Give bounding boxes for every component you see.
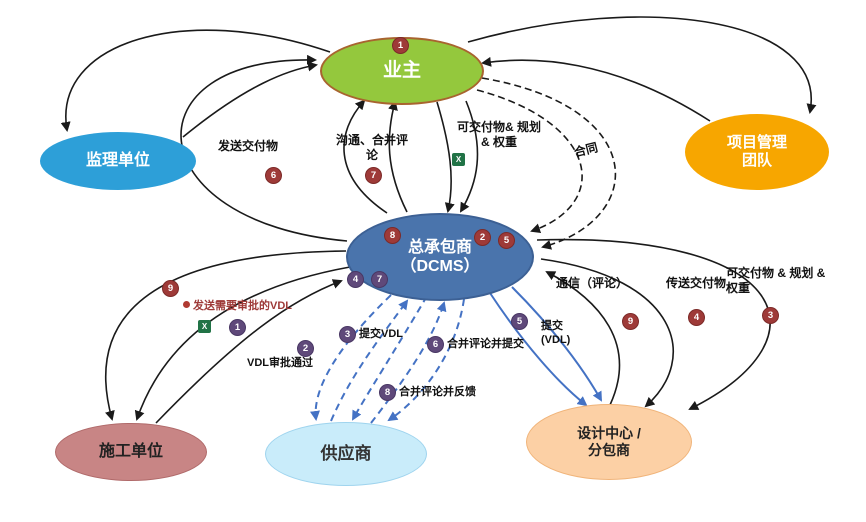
badge-owner-1: 1 bbox=[392, 37, 409, 54]
badge-contractor-7: 7 bbox=[371, 271, 388, 288]
node-pm-line1: 项目管理 bbox=[726, 134, 787, 151]
node-supervisor-label: 监理单位 bbox=[85, 152, 150, 170]
label-deliverables-top: 可交付物& 规划 & 权重 bbox=[443, 120, 555, 150]
arrow-contractor-to-supplier-1 bbox=[310, 294, 392, 421]
arrow-contract-1 bbox=[476, 89, 583, 234]
node-owner-label: 业主 bbox=[382, 59, 421, 81]
badge-contractor-4: 4 bbox=[347, 271, 364, 288]
excel-icon-top: X bbox=[452, 153, 465, 166]
arrow-send-deliverables bbox=[343, 99, 388, 214]
arrow-communicate-merge bbox=[388, 100, 408, 213]
arrow-supervisor-to-owner bbox=[182, 61, 318, 138]
badge-send-deliverables-6: 6 bbox=[265, 167, 282, 184]
badge-contractor-8: 8 bbox=[384, 227, 401, 244]
node-pm-team: 项目管理 团队 bbox=[685, 114, 829, 190]
arrow-supplier-to-contractor-1 bbox=[330, 299, 409, 422]
label-submit-design-line2: (VDL) bbox=[541, 333, 571, 346]
arrow-merge-submit-to-design bbox=[489, 292, 588, 407]
label-merge-feedback: 合并评论并反馈 bbox=[399, 386, 476, 398]
badge-contractor-2: 2 bbox=[474, 229, 491, 246]
badge-submit-vdl-3: 3 bbox=[339, 326, 356, 343]
label-communicate-merge: 沟通、合并评 论 bbox=[328, 133, 416, 163]
node-construction-label: 施工单位 bbox=[98, 443, 163, 461]
badge-transfer-4: 4 bbox=[688, 309, 705, 326]
arrow-deliverables-right bbox=[536, 238, 771, 410]
arrow-contract-2 bbox=[481, 77, 617, 250]
badge-merge-submit-6: 6 bbox=[427, 336, 444, 353]
badge-left-loop-9: 9 bbox=[162, 280, 179, 297]
arrow-deliverables-down-2 bbox=[459, 100, 479, 213]
label-vdl-approved: VDL审批通过 bbox=[247, 357, 313, 369]
node-supplier: 供应商 bbox=[265, 422, 427, 486]
node-design-center: 设计中心 / 分包商 bbox=[526, 404, 692, 480]
badge-communicate-merge-7: 7 bbox=[365, 167, 382, 184]
node-supplier-label: 供应商 bbox=[320, 443, 372, 463]
label-submit-design: 提交 (VDL) bbox=[541, 320, 570, 348]
label-send-vdl: 发送需要审批的VDL bbox=[193, 300, 292, 312]
label-submit-vdl: 提交VDL bbox=[359, 328, 403, 340]
arrow-submit-vdl-to-design bbox=[511, 286, 602, 402]
arrow-contractor-to-supplier-2 bbox=[352, 295, 428, 421]
label-merge-submit: 合并评论并提交 bbox=[447, 338, 524, 350]
label-submit-design-line1: 提交 bbox=[541, 320, 563, 332]
small-red-dot bbox=[183, 301, 190, 308]
badge-send-vdl-1: 1 bbox=[229, 319, 246, 336]
arrow-contractor-to-construction-1 bbox=[104, 250, 347, 421]
blue-dashed-arrows bbox=[310, 294, 465, 424]
label-communicate-merge-line2: 论 bbox=[365, 148, 378, 162]
node-design-line2: 分包商 bbox=[588, 442, 630, 458]
label-deliverables-right: 可交付物 & 规划 & 权重 bbox=[726, 266, 825, 296]
badge-submit-design-5: 5 bbox=[511, 313, 528, 330]
label-deliverables-top-line2: & 权重 bbox=[480, 135, 517, 149]
arrow-construction-to-contractor bbox=[155, 279, 343, 424]
arrow-owner-to-pm bbox=[467, 16, 817, 114]
label-communication-comments: 通信（评论） bbox=[556, 276, 629, 290]
label-transfer-deliverables: 传送交付物 bbox=[666, 276, 727, 290]
arrow-supplier-to-contractor-2 bbox=[370, 301, 447, 424]
node-supervisor: 监理单位 bbox=[40, 132, 196, 190]
arrow-contractor-to-owner-loop bbox=[180, 54, 348, 242]
label-deliverables-right-line2: 权重 bbox=[726, 281, 751, 295]
label-send-deliverables: 发送交付物 bbox=[218, 139, 279, 153]
arrow-deliverables-down-1 bbox=[436, 101, 455, 213]
label-deliverables-top-line1: 可交付物& 规划 bbox=[456, 120, 541, 134]
node-pm-line2: 团队 bbox=[741, 152, 772, 169]
black-dashed-arrows bbox=[476, 77, 617, 250]
arrow-pm-to-owner bbox=[481, 56, 711, 122]
arrow-design-to-contractor bbox=[545, 271, 621, 406]
excel-icon-vdl: X bbox=[198, 320, 211, 333]
badge-deliverables-right-3: 3 bbox=[762, 307, 779, 324]
arrow-transfer-deliverables bbox=[540, 258, 675, 408]
node-contractor-line2: （DCMS） bbox=[400, 258, 480, 275]
node-construction: 施工单位 bbox=[55, 423, 207, 481]
node-contractor-line1: 总承包商 bbox=[407, 238, 472, 256]
badge-contractor-5: 5 bbox=[498, 232, 515, 249]
arrow-merge-feedback-to-supplier bbox=[387, 298, 465, 422]
label-communicate-merge-line1: 沟通、合并评 bbox=[335, 133, 408, 147]
badge-merge-feedback-8: 8 bbox=[379, 384, 396, 401]
node-design-line1: 设计中心 / bbox=[577, 425, 641, 442]
blue-solid-arrows bbox=[489, 286, 602, 407]
label-deliverables-right-line1: 可交付物 & 规划 & bbox=[726, 266, 826, 280]
badge-communication-9: 9 bbox=[622, 313, 639, 330]
badge-vdl-approved-2: 2 bbox=[297, 340, 314, 357]
node-contractor: 总承包商 （DCMS） bbox=[346, 213, 534, 301]
arrow-owner-to-supervisor bbox=[60, 29, 331, 132]
